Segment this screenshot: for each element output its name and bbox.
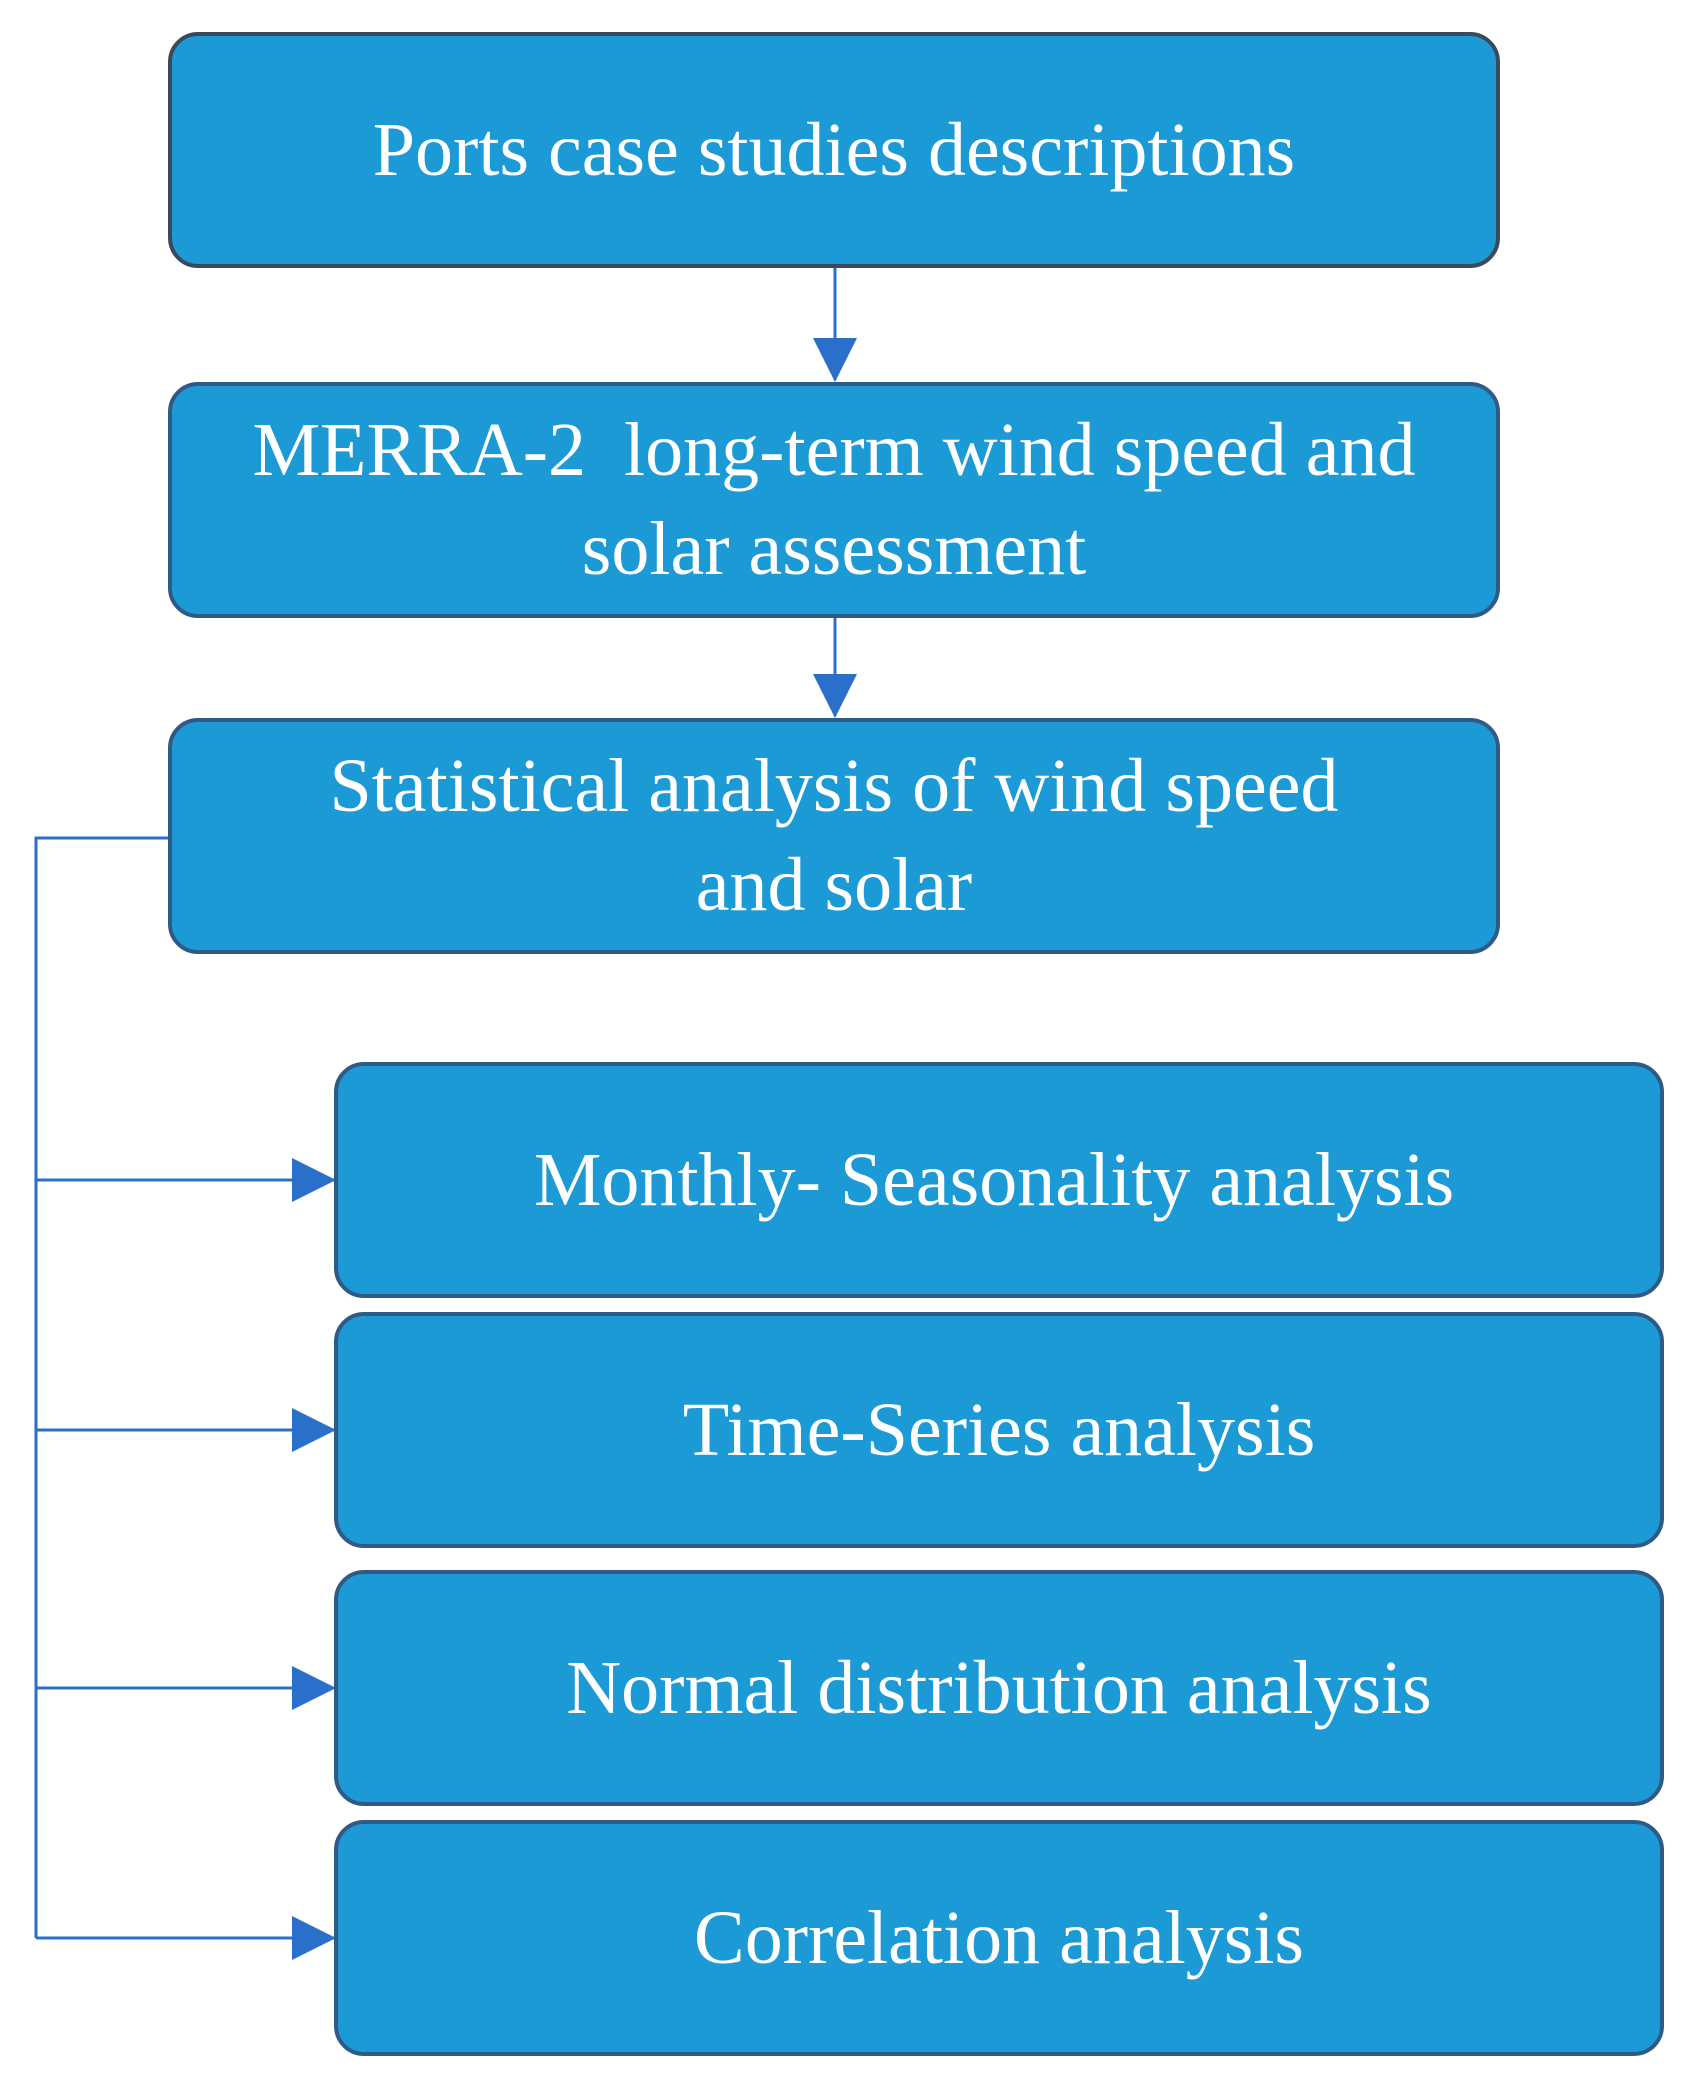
substep-time-series-label: Time-Series analysis xyxy=(682,1387,1316,1472)
step-merra2-assessment-label: MERRA-2 long-term wind speed and solar a… xyxy=(252,408,1435,591)
step-statistical-analysis: Statistical analysis of wind speed and s… xyxy=(168,718,1500,954)
substep-correlation: Correlation analysis xyxy=(334,1820,1664,2056)
substep-time-series: Time-Series analysis xyxy=(334,1312,1664,1548)
step-merra2-assessment: MERRA-2 long-term wind speed and solar a… xyxy=(168,382,1500,618)
substep-normal-distribution: Normal distribution analysis xyxy=(334,1570,1664,1806)
substep-monthly-seasonality: Monthly- Seasonality analysis xyxy=(334,1062,1664,1298)
branch-trunk xyxy=(34,836,168,1938)
substep-correlation-label: Correlation analysis xyxy=(694,1895,1304,1980)
step-statistical-analysis-label: Statistical analysis of wind speed and s… xyxy=(329,744,1339,927)
substep-monthly-seasonality-label: Monthly- Seasonality analysis xyxy=(533,1137,1455,1222)
step-ports-case-studies-label: Ports case studies descriptions xyxy=(372,107,1296,192)
substep-normal-distribution-label: Normal distribution analysis xyxy=(566,1645,1432,1730)
step-ports-case-studies: Ports case studies descriptions xyxy=(168,32,1500,268)
